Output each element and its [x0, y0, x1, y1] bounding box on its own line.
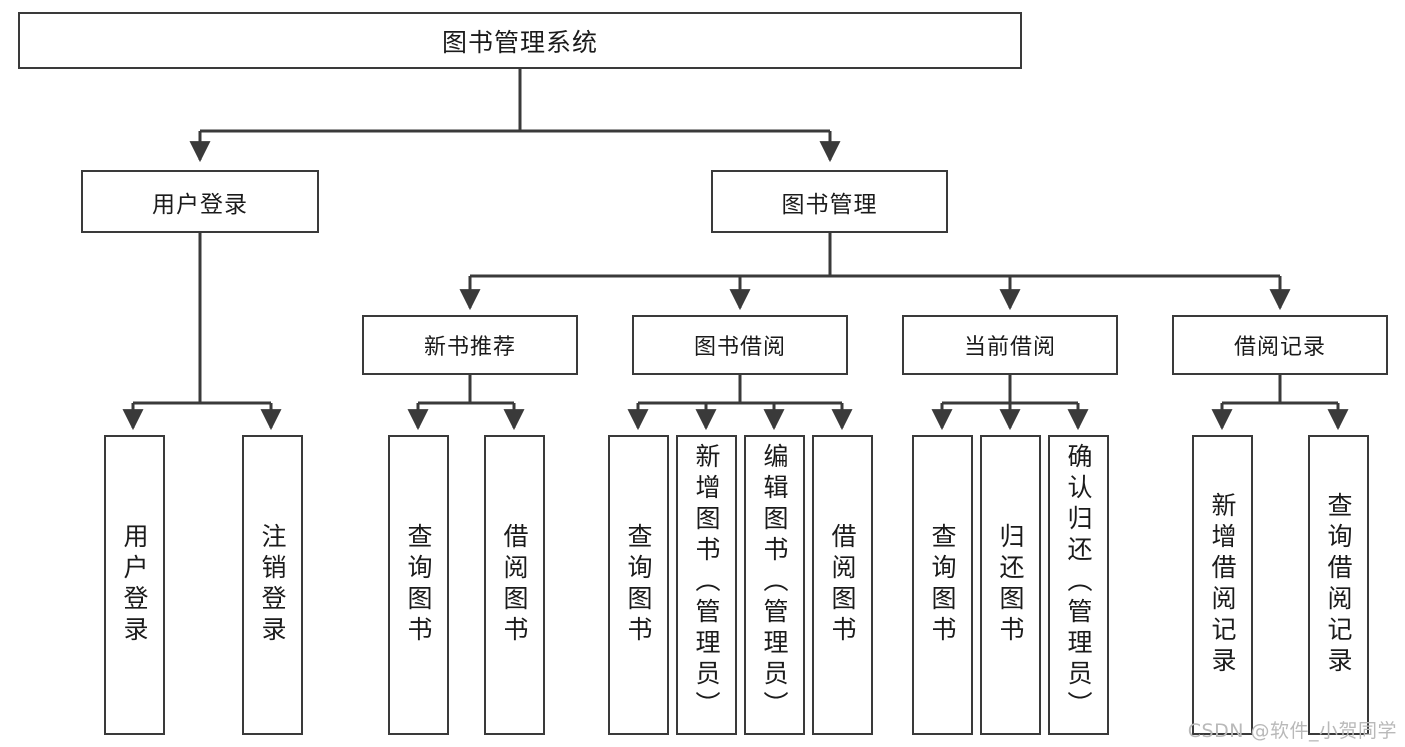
node-leaf-query-book-borrow[interactable]: 查询图书 — [608, 435, 669, 735]
node-leaf-add-borrow-record[interactable]: 新增借阅记录 — [1192, 435, 1253, 735]
node-label: 新书推荐 — [423, 335, 516, 360]
node-root-system[interactable]: 图书管理系统 — [18, 12, 1022, 69]
node-leaf-query-book-recommend[interactable]: 查询图书 — [388, 435, 449, 735]
node-leaf-query-book-current[interactable]: 查询图书 — [912, 435, 973, 735]
node-label: 新增借阅记录 — [1208, 492, 1237, 678]
node-label: 借阅图书 — [500, 523, 529, 647]
node-label: 确认归还（管理员） — [1064, 443, 1093, 722]
node-leaf-logout[interactable]: 注销登录 — [242, 435, 303, 735]
node-book-borrow[interactable]: 图书借阅 — [632, 315, 848, 375]
node-leaf-edit-book[interactable]: 编辑图书（管理员） — [744, 435, 805, 735]
csdn-watermark: CSDN @软件_小贺同学 — [1187, 720, 1397, 742]
node-label: 新增图书（管理员） — [692, 443, 721, 722]
node-leaf-add-book[interactable]: 新增图书（管理员） — [676, 435, 737, 735]
node-borrow-records[interactable]: 借阅记录 — [1172, 315, 1388, 375]
node-label: 归还图书 — [996, 523, 1025, 647]
node-book-management[interactable]: 图书管理 — [711, 170, 948, 233]
node-label: 当前借阅 — [963, 335, 1056, 360]
node-label: 图书管理 — [781, 191, 878, 218]
node-leaf-query-borrow-record[interactable]: 查询借阅记录 — [1308, 435, 1369, 735]
node-leaf-user-login[interactable]: 用户登录 — [104, 435, 165, 735]
node-label: 编辑图书（管理员） — [760, 443, 789, 722]
node-label: 注销登录 — [258, 523, 287, 647]
node-label: 用户登录 — [120, 523, 149, 647]
node-current-borrow[interactable]: 当前借阅 — [902, 315, 1118, 375]
node-leaf-borrow-book[interactable]: 借阅图书 — [812, 435, 873, 735]
node-label: 借阅图书 — [828, 523, 857, 647]
node-user-login[interactable]: 用户登录 — [81, 170, 319, 233]
node-leaf-return-book[interactable]: 归还图书 — [980, 435, 1041, 735]
node-label: 查询图书 — [624, 523, 653, 647]
node-label: 查询图书 — [404, 523, 433, 647]
node-label: 用户登录 — [152, 191, 248, 218]
node-leaf-confirm-return[interactable]: 确认归还（管理员） — [1048, 435, 1109, 735]
node-label: 查询图书 — [928, 523, 957, 647]
node-label: 图书借阅 — [693, 335, 786, 360]
node-new-book-recommend[interactable]: 新书推荐 — [362, 315, 578, 375]
node-label: 查询借阅记录 — [1324, 492, 1353, 678]
node-leaf-borrow-book-recommend[interactable]: 借阅图书 — [484, 435, 545, 735]
node-label: 借阅记录 — [1233, 335, 1326, 360]
node-label: 图书管理系统 — [441, 27, 598, 57]
